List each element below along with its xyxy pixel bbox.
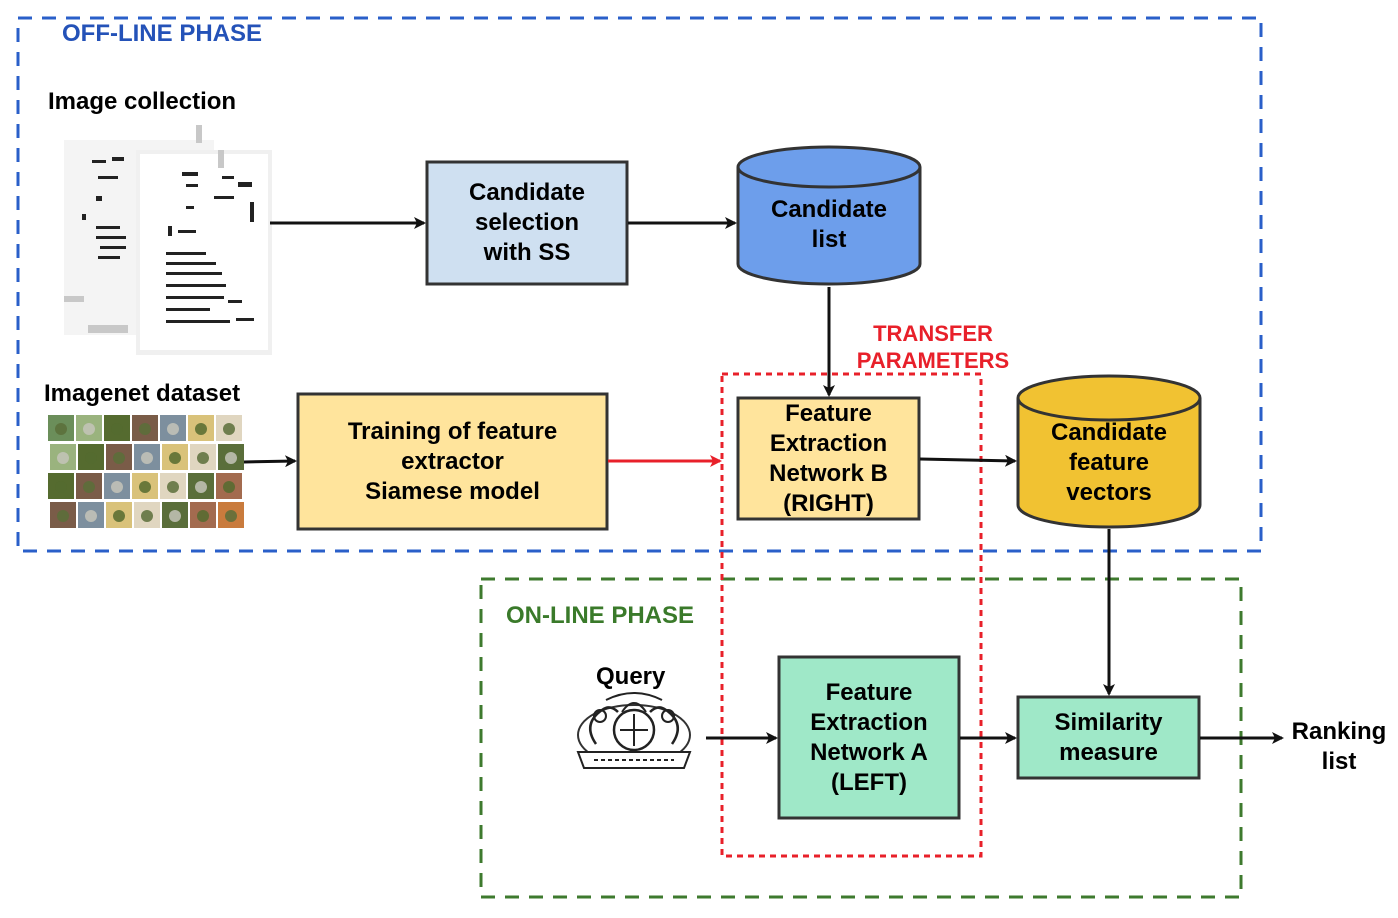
thumbnail-subject [83, 423, 95, 435]
thumbnail-subject [225, 510, 237, 522]
thumbnail-subject [225, 452, 237, 464]
transfer-parameters-label: TRANSFER PARAMETERS [856, 321, 1010, 373]
candidate-feature-vectors-cylinder [1016, 374, 1202, 529]
candidate-selection-box-shape [425, 160, 629, 286]
thumbnail-subject [167, 423, 179, 435]
thumbnail-subject [85, 452, 97, 464]
arrow-imagenet-to-training [243, 455, 297, 468]
imagenet-thumbnails-icon [48, 415, 244, 528]
thumbnail-subject [167, 481, 179, 493]
thumbnail-subject [111, 481, 123, 493]
candidate-list-label: Candidate list [770, 196, 887, 253]
thumbnail-subject [223, 481, 235, 493]
thumbnail-subject [55, 481, 67, 493]
arrow-network-b-to-vectors [919, 454, 1017, 467]
thumbnail-subject [141, 452, 153, 464]
thumbnail-subject [197, 452, 209, 464]
logo-query-icon [576, 692, 692, 769]
thumbnail-subject [57, 510, 69, 522]
ranking-list-label: Ranking list [1291, 718, 1387, 775]
thumbnail-subject [57, 452, 69, 464]
query-label: Query [596, 663, 666, 690]
thumbnail-subject [223, 423, 235, 435]
network-b-box: Feature Extraction Network B (RIGHT) [769, 399, 888, 517]
candidate-selection-box: Candidate selection with SS [468, 179, 585, 266]
thumbnail-subject [197, 510, 209, 522]
thumbnail-subject [113, 452, 125, 464]
thumbnail-subject [195, 423, 207, 435]
thumbnail-subject [169, 452, 181, 464]
network-b-box-shape [736, 396, 921, 521]
online-phase-label: ON-LINE PHASE [506, 602, 695, 629]
training-box-shape [296, 392, 609, 531]
offline-phase-label: OFF-LINE PHASE [62, 20, 263, 47]
imagenet-dataset-label: Imagenet dataset [44, 380, 241, 407]
thumbnail-subject [139, 423, 151, 435]
thumbnail-subject [141, 510, 153, 522]
thumbnail-subject [85, 510, 97, 522]
thumbnail-subject [55, 423, 67, 435]
similarity-box-shape [1016, 695, 1201, 780]
candidate-feature-vectors-label: Candidate feature vectors [1050, 419, 1167, 506]
thumbnail-subject [195, 481, 207, 493]
thumbnail-subject [83, 481, 95, 493]
document-images-icon [64, 125, 272, 355]
image-collection-label: Image collection [48, 88, 237, 115]
transfer-parameters-border [720, 372, 983, 858]
thumbnail-subject [139, 481, 151, 493]
thumbnail-subject [113, 510, 125, 522]
thumbnail-subject [169, 510, 181, 522]
candidate-list-cylinder [736, 145, 922, 286]
network-a-box: Feature Extraction Network A (LEFT) [810, 678, 928, 796]
network-a-box-shape [777, 655, 961, 820]
similarity-measure-box: Similarity measure [1054, 708, 1163, 766]
training-box: Training of feature extractor Siamese mo… [347, 417, 558, 505]
thumbnail-subject [111, 423, 123, 435]
